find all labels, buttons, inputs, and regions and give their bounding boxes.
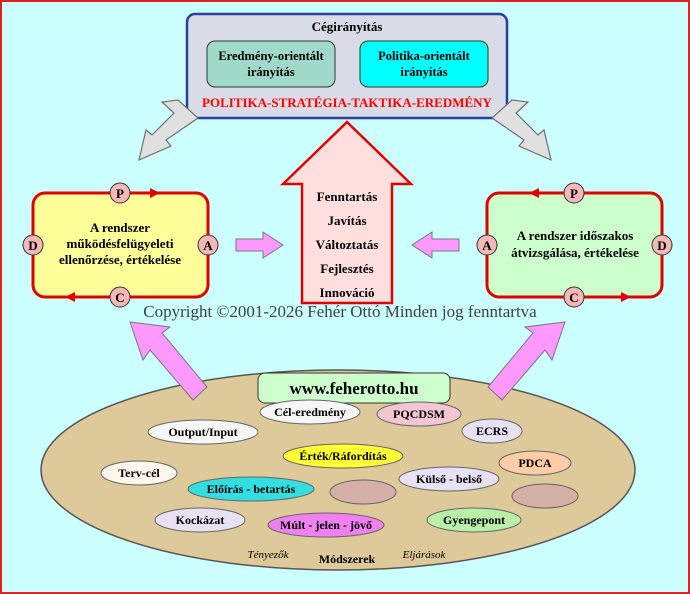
right-cycle-text-2: átvizsgálása, értékelése bbox=[511, 245, 639, 260]
header-panel bbox=[185, 12, 509, 120]
left-p-label: P bbox=[116, 186, 124, 201]
right-a-label: A bbox=[482, 238, 492, 253]
item-cel-eredmeny-label: Cél-eredmény bbox=[274, 405, 346, 419]
right-p-node bbox=[563, 182, 585, 204]
item-terv-cel-label: Terv-cél bbox=[118, 466, 160, 480]
item-kulso-belso bbox=[398, 466, 500, 492]
left-a-label: A bbox=[203, 238, 213, 253]
left-c-node bbox=[109, 286, 131, 308]
website-box bbox=[257, 372, 451, 404]
right-a-node bbox=[476, 234, 498, 256]
header-title: Cégirányítás bbox=[312, 19, 383, 34]
policy-oriented-line1: Politika-orientált bbox=[378, 49, 470, 63]
center-item-1: Fenntartás bbox=[317, 189, 378, 204]
item-kockazat-label: Kockázat bbox=[176, 513, 225, 527]
result-oriented-box bbox=[206, 40, 336, 88]
center-item-3: Változtatás bbox=[316, 237, 379, 252]
right-d-node bbox=[651, 234, 673, 256]
item-ecrs bbox=[461, 418, 523, 444]
grey-arrow-right bbox=[491, 99, 552, 162]
item-cel-eredmeny bbox=[259, 399, 361, 425]
item-mult bbox=[267, 512, 385, 538]
website-label: www.feherotto.hu bbox=[289, 379, 418, 398]
item-mult-label: Múlt - jelen - jövő bbox=[280, 518, 372, 532]
center-item-5: Innováció bbox=[320, 285, 375, 300]
pink-arrow-diagonal-right bbox=[487, 321, 566, 401]
item-ertek-label: Érték/Ráfordítás bbox=[299, 449, 387, 463]
right-c-node bbox=[563, 286, 585, 308]
right-p-label: P bbox=[570, 186, 578, 201]
result-oriented-line1: Eredmény-orientált bbox=[218, 49, 324, 63]
strategy-line: POLITIKA-STRATÉGIA-TAKTIKA-EREDMÉNY bbox=[202, 95, 492, 110]
item-gyengepont bbox=[426, 507, 522, 533]
copyright-watermark: Copyright ©2001-2026 Fehér Ottó Minden j… bbox=[143, 302, 537, 321]
grey-arrow-left bbox=[138, 99, 199, 162]
item-output-input bbox=[147, 419, 259, 445]
policy-oriented-line2: irányítás bbox=[400, 65, 447, 79]
left-c-label: C bbox=[115, 290, 124, 305]
footer-modszerek: Módszerek bbox=[319, 552, 376, 566]
item-blank-2 bbox=[511, 483, 579, 509]
item-kulso-belso-label: Külső - belső bbox=[416, 472, 482, 486]
item-ertek bbox=[282, 443, 404, 469]
center-item-4: Fejlesztés bbox=[320, 261, 373, 276]
item-ecrs-label: ECRS bbox=[476, 424, 508, 438]
item-pdca bbox=[498, 450, 572, 476]
pink-arrow-diagonal-left bbox=[129, 321, 208, 401]
item-kockazat bbox=[154, 507, 246, 533]
center-up-arrow bbox=[279, 120, 415, 305]
item-eloiras bbox=[187, 476, 315, 502]
left-cycle-text-3: ellenőrzése, értékelése bbox=[59, 252, 181, 267]
left-a-node bbox=[197, 234, 219, 256]
left-cycle-text-1: A rendszer bbox=[90, 220, 150, 235]
right-cycle-text-1: A rendszer időszakos bbox=[517, 228, 634, 243]
left-d-node bbox=[22, 234, 44, 256]
footer-eljarasok: Eljárások bbox=[402, 549, 447, 561]
item-gyengepont-label: Gyengepont bbox=[443, 513, 505, 527]
pink-arrow-right-to-center bbox=[411, 231, 460, 259]
result-oriented-line2: irányítás bbox=[247, 65, 294, 79]
left-cycle-text-2: működésfelügyeleti bbox=[67, 236, 174, 251]
item-pqcdsm bbox=[376, 401, 462, 427]
item-pdca-label: PDCA bbox=[518, 456, 552, 470]
right-d-label: D bbox=[657, 238, 666, 253]
policy-oriented-box bbox=[359, 40, 489, 88]
item-blank-1 bbox=[329, 479, 397, 505]
right-c-label: C bbox=[569, 290, 578, 305]
left-d-label: D bbox=[28, 238, 37, 253]
footer-tenyezok: Tényezők bbox=[248, 549, 290, 561]
item-output-input-label: Output/Input bbox=[168, 425, 237, 439]
pink-arrow-left-to-center bbox=[235, 231, 284, 259]
center-item-2: Javítás bbox=[328, 213, 367, 228]
item-eloiras-label: Előírás - betartás bbox=[207, 482, 296, 496]
item-terv-cel bbox=[100, 460, 178, 486]
left-p-node bbox=[109, 182, 131, 204]
item-pqcdsm-label: PQCDSM bbox=[393, 407, 445, 421]
